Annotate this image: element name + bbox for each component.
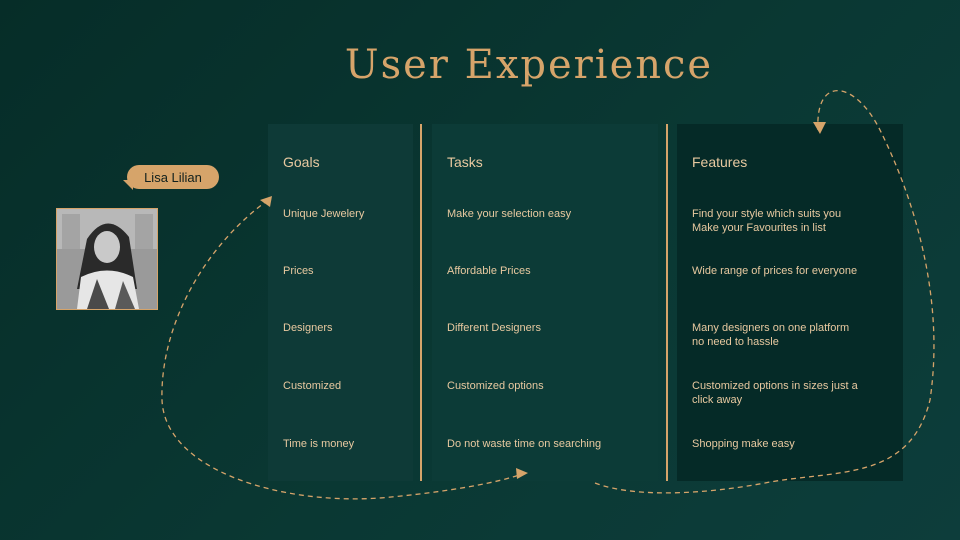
arrowhead-icon: [260, 196, 272, 207]
goal-item: Customized: [283, 380, 342, 392]
column-divider: [666, 124, 668, 481]
feature-item: Find your style which suits you Make you…: [692, 208, 842, 234]
feature-item: Customized options in sizes just a click…: [692, 380, 858, 406]
flow-path-goals-to-tasks: [161, 199, 523, 500]
tasks-column: Tasks Make your selection easy Affordabl…: [432, 124, 658, 481]
page-title: User Experience: [344, 42, 714, 88]
goals-header: Goals: [283, 154, 320, 170]
goal-item: Designers: [283, 322, 333, 334]
feature-item: Wide range of prices for everyone: [692, 265, 858, 277]
task-item: Make your selection easy: [447, 208, 572, 220]
goal-item: Time is money: [283, 438, 355, 450]
persona-avatar: [56, 208, 158, 310]
arrowhead-icon: [813, 122, 826, 134]
task-item: Do not waste time on searching: [447, 438, 602, 450]
feature-item: Shopping make easy: [692, 438, 795, 450]
task-item: Customized options: [447, 380, 544, 392]
feature-item: Many designers on one platform no need t…: [692, 322, 850, 348]
goal-item: Prices: [283, 265, 314, 277]
avatar-photo-icon: [57, 209, 157, 309]
persona-bubble-tail: [123, 180, 133, 190]
goal-item: Unique Jewelery: [283, 208, 365, 220]
features-header: Features: [692, 154, 748, 170]
persona-name-badge: Lisa Lilian: [127, 165, 219, 189]
task-item: Different Designers: [447, 322, 541, 334]
features-column: Features Find your style which suits you…: [677, 124, 903, 481]
arrowhead-icon: [516, 468, 528, 479]
flow-path-tasks-to-features: [594, 90, 935, 494]
tasks-header: Tasks: [447, 154, 483, 170]
goals-column: Goals Unique Jewelery Prices Designers C…: [268, 124, 413, 481]
task-item: Affordable Prices: [447, 265, 531, 277]
column-divider: [420, 124, 422, 481]
